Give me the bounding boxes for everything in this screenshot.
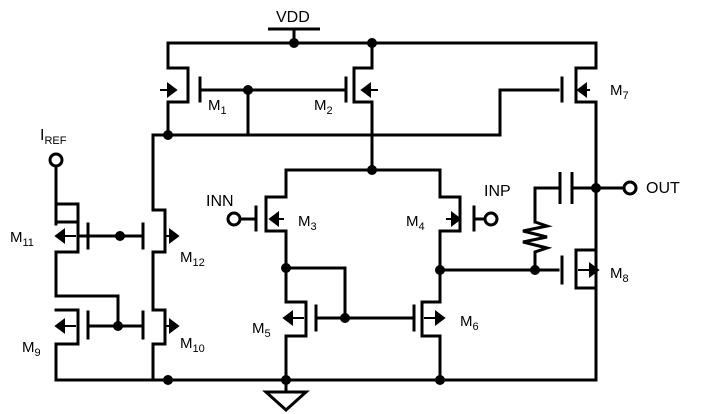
compensation-resistor (522, 220, 553, 256)
compensation-capacitor (558, 172, 574, 204)
m12-label: M12 (180, 249, 205, 269)
iref-label: IREF (40, 127, 67, 147)
m7-device (560, 66, 598, 382)
m2-arrow-icon (360, 82, 378, 98)
m5-arrow-icon (282, 310, 304, 326)
m5-device (284, 266, 318, 382)
vdd-rail-wire (166, 41, 598, 70)
m12-drain-wire (151, 133, 170, 212)
junction-dot (530, 265, 540, 275)
iref-wire (54, 164, 80, 206)
m1-device (166, 66, 202, 137)
m1-arrow-icon (160, 82, 178, 98)
m12-device (141, 208, 167, 298)
bias-wire (166, 88, 560, 137)
m11-device (54, 220, 90, 298)
m11-arrow-icon (54, 228, 76, 244)
m9-diode-wire (54, 294, 120, 328)
junction-dot (367, 38, 377, 48)
wires (54, 27, 624, 394)
m10-arrow-icon (166, 318, 180, 334)
inn-label: INN (206, 193, 234, 210)
m6-device (412, 268, 442, 382)
junction-dot (113, 321, 123, 331)
m8-device (560, 248, 598, 382)
junction-dot (243, 85, 253, 95)
m7-label: M7 (610, 82, 629, 102)
m1-label: M1 (208, 97, 227, 117)
junction-dot (281, 263, 291, 273)
m12-arrow-icon (166, 228, 180, 244)
iref-terminal (48, 152, 64, 168)
junction-dot (340, 313, 350, 323)
m5-label: M5 (252, 320, 271, 340)
m4-label: M4 (406, 213, 425, 233)
m2-label: M2 (314, 97, 333, 117)
m11-label: M11 (10, 229, 34, 249)
inp-terminal (483, 211, 499, 227)
junction-dot (435, 375, 445, 385)
m6-label: M6 (460, 313, 479, 333)
junction-dot (281, 375, 291, 385)
junction-dot (163, 130, 173, 140)
inp-label: INP (484, 183, 511, 200)
out-terminal (622, 180, 638, 196)
tail-wire (284, 168, 442, 199)
m9-label: M9 (22, 339, 41, 359)
junction-dot (435, 265, 445, 275)
m4-device (438, 195, 476, 272)
m9-arrow-icon (54, 318, 76, 334)
m5-diode-wire (284, 266, 347, 320)
junction-dot (163, 375, 173, 385)
m3-label: M3 (298, 213, 317, 233)
m2-device (344, 66, 374, 104)
m10-label: M10 (180, 335, 205, 355)
junction-dot (591, 183, 601, 193)
m8-arrow-icon (578, 262, 600, 278)
m3-device (254, 195, 288, 270)
junction-dot (289, 38, 299, 48)
m4-arrow-icon (446, 211, 462, 227)
inn-terminal (226, 211, 242, 227)
vdd-label: VDD (276, 9, 310, 26)
m3-arrow-icon (268, 211, 284, 227)
m10-device (141, 294, 167, 382)
out-label: OUT (646, 180, 680, 197)
ground-symbol (262, 390, 310, 413)
junction-dot (115, 231, 125, 241)
m8-label: M8 (610, 265, 629, 285)
m6-arrow-icon (424, 310, 446, 326)
junction-dot (367, 165, 377, 175)
m9-device (54, 308, 90, 382)
m7-arrow-icon (576, 82, 590, 98)
